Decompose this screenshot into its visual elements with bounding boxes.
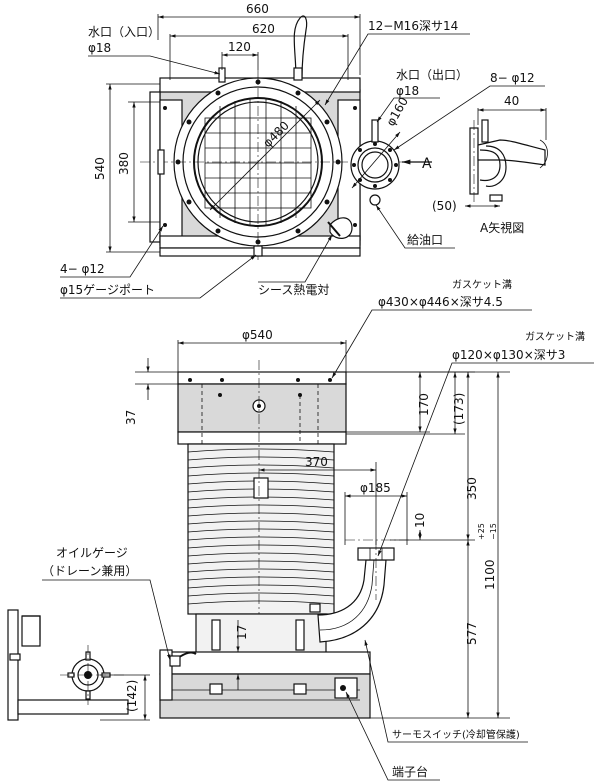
dim-10: 10 xyxy=(413,513,427,528)
gasket2-dims: φ120×φ130×深サ3 xyxy=(452,348,565,362)
gauge-port-label: φ15ゲージポート xyxy=(60,283,155,297)
terminal-label: 端子台 xyxy=(392,764,428,779)
thermo-switch-label: サーモスイッチ(冷却管保護) xyxy=(392,728,520,741)
water-inlet-pipe xyxy=(218,67,226,83)
front-base-upper xyxy=(159,651,371,675)
top-view: φ480 660 620 xyxy=(60,2,545,299)
oil-gauge-detail xyxy=(7,609,197,721)
sheath-tc-label: シース熱電対 xyxy=(258,283,329,297)
dim-173: (173) xyxy=(452,393,466,425)
dim-1100-tol-minus: −15 xyxy=(489,523,498,540)
dim-350: 350 xyxy=(465,477,479,500)
outlet-pipe xyxy=(317,559,387,643)
bolt-label: 12−M16深サ14 xyxy=(368,19,458,33)
dim-660: 660 xyxy=(246,2,269,16)
dim-370: 370 xyxy=(305,455,328,469)
front-dim-540: φ540 xyxy=(242,328,273,342)
dim-40: 40 xyxy=(504,94,519,108)
oil-gauge-label: オイルゲージ xyxy=(56,546,128,560)
bolt-holes xyxy=(163,79,357,245)
dim-120: 120 xyxy=(228,40,251,54)
dim-142: (142) xyxy=(125,680,139,712)
arrow-a-label: A xyxy=(422,156,432,172)
oil-fill-port xyxy=(369,194,381,206)
dim-1100-tol-plus: +25 xyxy=(477,523,486,540)
gasket2-title: ガスケット溝 xyxy=(525,330,585,343)
dim-540: 540 xyxy=(93,157,107,180)
a-view: 40 (50) A矢視図 xyxy=(432,94,548,235)
water-in-size: φ18 xyxy=(88,41,111,55)
dim-620: 620 xyxy=(252,22,275,36)
dim-1100: 1100 xyxy=(483,559,497,590)
dim-37: 37 xyxy=(124,410,138,425)
a-view-title: A矢視図 xyxy=(480,220,524,235)
dim-17: 17 xyxy=(235,625,249,640)
front-top-flange xyxy=(177,371,347,385)
dim-170: 170 xyxy=(417,393,431,416)
dim-380: 380 xyxy=(117,152,131,175)
dim-185: φ185 xyxy=(360,481,391,495)
oil-fill-label: 給油口 xyxy=(407,233,443,247)
gasket1-title: ガスケット溝 xyxy=(452,278,512,291)
holes-4-label: 4− φ12 xyxy=(60,262,105,276)
water-out-size: φ18 xyxy=(396,84,419,98)
water-in-label: 水口（入口） xyxy=(88,25,160,39)
dim-50: (50) xyxy=(432,199,457,213)
dim-160: φ160 xyxy=(383,95,411,129)
dim-577: 577 xyxy=(465,622,479,645)
drain-label: （ドレーン兼用） xyxy=(42,564,137,578)
front-view: φ540 37 170 (173) 370 φ185 10 350 1100 +… xyxy=(7,278,594,781)
holes-8: 8− φ12 xyxy=(490,71,535,85)
gasket1-dims: φ430×φ446×深サ4.5 xyxy=(378,295,503,309)
water-out-label: 水口（出口） xyxy=(396,68,468,82)
